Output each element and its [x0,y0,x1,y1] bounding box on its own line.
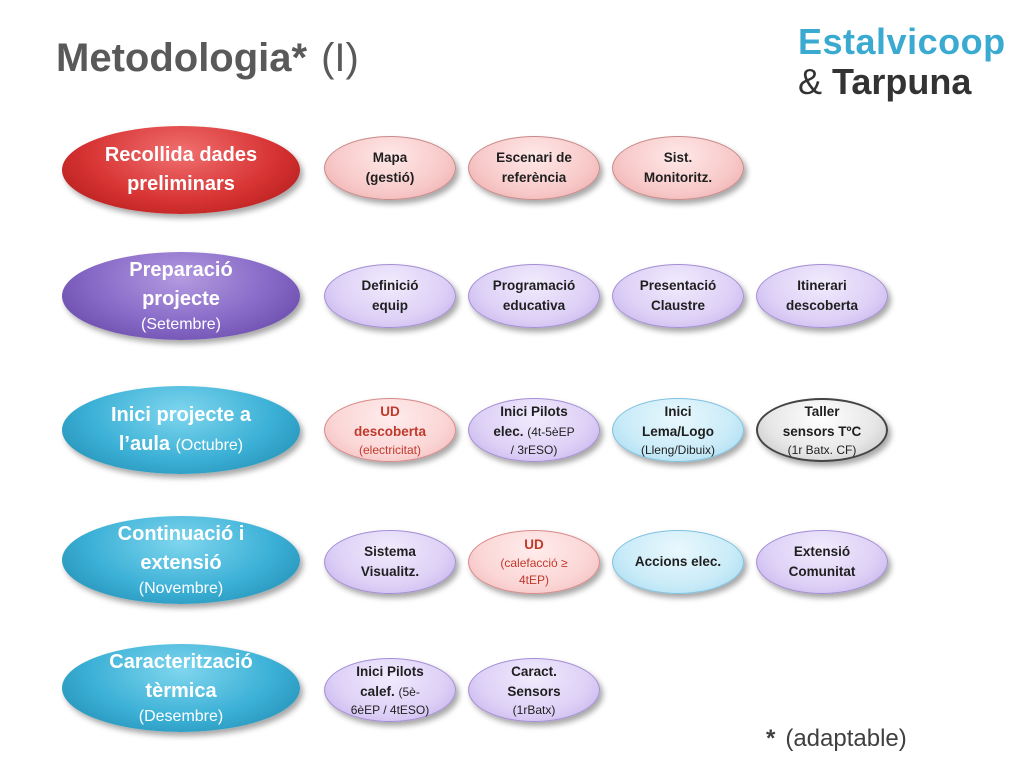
item-line2: sensors TºC [782,423,862,439]
item-line2-wrap: elec. (4t-5èEP [493,422,574,442]
item-mapa-gestio: Mapa (gestió) [324,136,456,200]
item-sist-monitoritz: Sist. Monitoritz. [612,136,744,200]
item-line2: elec. [493,423,524,439]
item-inici-pilots-elec: Inici Pilots elec. (4t-5èEP / 3rESO) [468,398,600,462]
item-line1: Sist. [663,150,693,165]
item-line3: (1rBatx) [512,702,556,717]
item-line2: Claustre [650,298,706,313]
item-line2-wrap: calef. (5è- [360,682,420,702]
logo-line2-text: Tarpuna [832,61,972,102]
stage-continuacio-extensio: Continuació i extensió (Novembre) [62,516,300,604]
stage-line2: preliminars [127,173,235,195]
item-line2: Lema/Logo [641,423,714,439]
logo-ampersand: & [798,61,823,102]
item-extensio-comunitat: Extensió Comunitat [756,530,888,594]
item-caract-sensors: Caract. Sensors (1rBatx) [468,658,600,722]
item-line1: Caract. [511,663,557,679]
item-line1: Inici [664,403,692,419]
item-line2: Visualitz. [360,564,420,579]
item-line2: Sensors [507,683,561,699]
title-suffix: (I) [321,36,359,80]
item-line2b: (5è- [398,684,420,699]
item-line1: Itinerari [797,278,847,293]
item-escenari-referencia: Escenari de referència [468,136,600,200]
item-line2: equip [372,298,408,313]
stage-inici-projecte-aula: Inici projecte a l’aula (Octubre) [62,386,300,474]
page-title: Metodologia* (I) [56,36,359,81]
stage-line2: extensió [140,552,222,574]
item-line1: Programació [492,278,576,293]
item-line2: calef. [360,683,395,699]
item-line2: Comunitat [788,564,856,579]
item-inici-pilots-calef: Inici Pilots calef. (5è- 6èEP / 4tESO) [324,658,456,722]
logo-line1: Estalvicoop [798,21,1006,62]
item-line1: Taller [804,403,840,419]
stage-inline: (Octubre) [175,436,244,454]
note-star: * [766,725,776,752]
item-sistema-visualitz: Sistema Visualitz. [324,530,456,594]
item-itinerari-descoberta: Itinerari descoberta [756,264,888,328]
stage-caracteritzacio-termica: Caracterització tèrmica (Desembre) [62,644,300,732]
logo: Estalvicoop & Tarpuna [798,22,1008,102]
item-presentacio-claustre: Presentació Claustre [612,264,744,328]
item-line1: Presentació [639,278,717,293]
item-line1: UD [380,403,400,419]
item-line2b: (4t-5èEP [527,424,575,439]
logo-line2: & Tarpuna [798,62,1008,102]
item-line2: referència [501,170,567,185]
item-line1: Escenari de [496,150,572,165]
item-line1: Inici Pilots [356,663,424,679]
item-ud-calefaccio: UD (calefacció ≥ 4tEP) [468,530,600,594]
item-line3: 4tEP) [518,573,549,587]
item-line2: descoberta [353,423,427,439]
stage-line2-wrap: l’aula (Octubre) [119,430,243,460]
item-programacio-educativa: Programació educativa [468,264,600,328]
item-line1: Accions elec. [634,554,722,569]
stage-sub: (Setembre) [140,316,222,333]
title-main: Metodologia* [56,36,308,80]
item-line3: / 3rESO) [510,442,558,457]
item-line1: UD [524,537,544,552]
item-line2: educativa [502,298,566,313]
stage-recollida-dades: Recollida dades preliminars [62,126,300,214]
stage-line1: Continuació i [117,523,245,545]
item-line1: Sistema [364,544,416,559]
stage-preparacio-projecte: Preparació projecte (Setembre) [62,252,300,340]
stage-line2: l’aula [118,432,170,455]
item-line2: descoberta [785,298,859,313]
item-line1: Inici Pilots [500,403,568,419]
item-line1: Extensió [793,544,851,559]
note-text: (adaptable) [785,725,907,752]
item-definicio-equip: Definició equip [324,264,456,328]
item-line3: (Lleng/Dibuix) [640,442,716,457]
adaptable-note: * (adaptable) [766,725,907,753]
item-line2: Monitoritz. [643,170,713,185]
stage-line2: tèrmica [145,680,217,702]
item-line1: Mapa [372,150,408,165]
item-line2: (gestió) [365,170,415,185]
item-line1: Definició [361,278,419,293]
stage-line1: Recollida dades [104,144,258,166]
item-ud-descoberta: UD descoberta (electricitat) [324,398,456,462]
stage-line1: Caracterització [109,651,253,673]
item-accions-elec: Accions elec. [612,530,744,594]
item-taller-sensors: Taller sensors TºC (1r Batx. CF) [756,398,888,462]
stage-line1: Inici projecte a [110,403,252,426]
stage-sub: (Novembre) [138,580,224,597]
item-line3: (electricitat) [358,442,421,457]
stage-line1: Preparació [129,259,233,281]
stage-line2: projecte [142,288,220,310]
item-line2: (calefacció ≥ [500,556,568,570]
stage-sub: (Desembre) [138,708,224,725]
item-line3: 6èEP / 4tESO) [350,702,430,717]
item-line3: (1r Batx. CF) [787,442,857,457]
item-inici-lema-logo: Inici Lema/Logo (Lleng/Dibuix) [612,398,744,462]
